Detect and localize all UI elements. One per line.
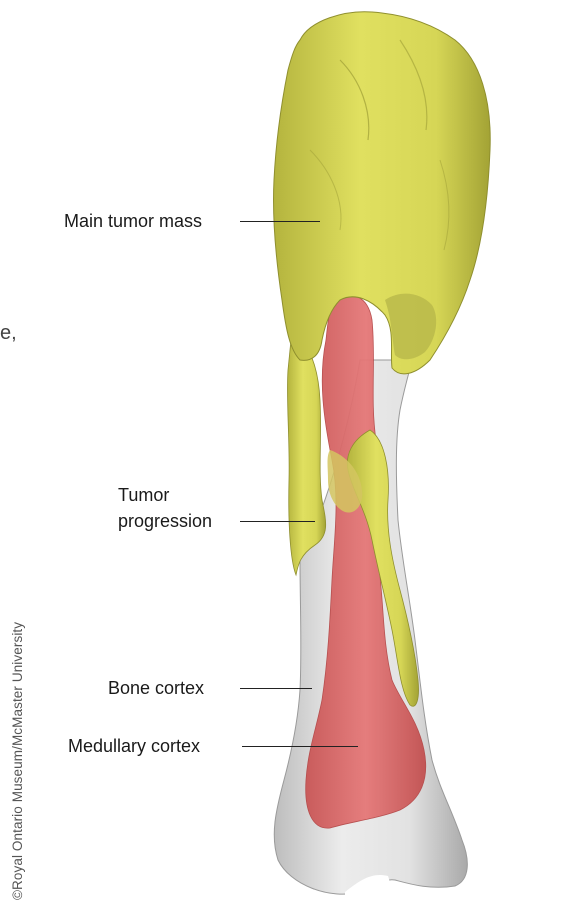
- label-tumor-progression-line2: progression: [118, 510, 212, 532]
- tumor-progression-left: [287, 330, 325, 575]
- label-tumor-progression-line1: Tumor: [118, 484, 169, 506]
- edge-text-fragment: e,: [0, 322, 17, 345]
- leader-bone-cortex: [240, 688, 312, 689]
- leader-tumor-progression: [240, 521, 315, 522]
- main-tumor-mass: [273, 12, 490, 374]
- label-main-tumor-mass: Main tumor mass: [64, 210, 202, 232]
- leader-main-tumor-mass: [240, 221, 320, 222]
- label-bone-cortex: Bone cortex: [108, 677, 204, 699]
- image-credit: ©Royal Ontario Museum/McMaster Universit…: [10, 622, 25, 900]
- leader-medullary-cortex: [242, 746, 358, 747]
- label-medullary-cortex: Medullary cortex: [68, 735, 200, 757]
